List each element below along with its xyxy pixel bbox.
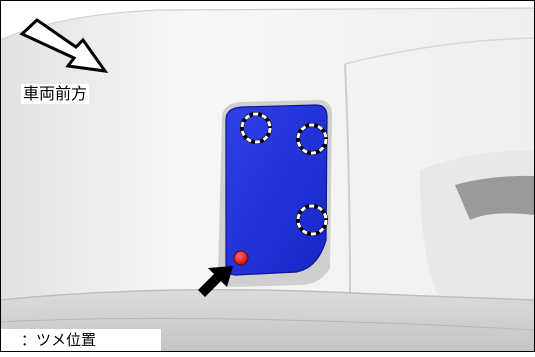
screw	[234, 251, 248, 265]
right-recess	[420, 150, 535, 300]
legend: ：ツメ位置	[1, 329, 161, 351]
direction-label: 車両前方	[21, 84, 89, 104]
legend-label: ：ツメ位置	[21, 330, 96, 350]
